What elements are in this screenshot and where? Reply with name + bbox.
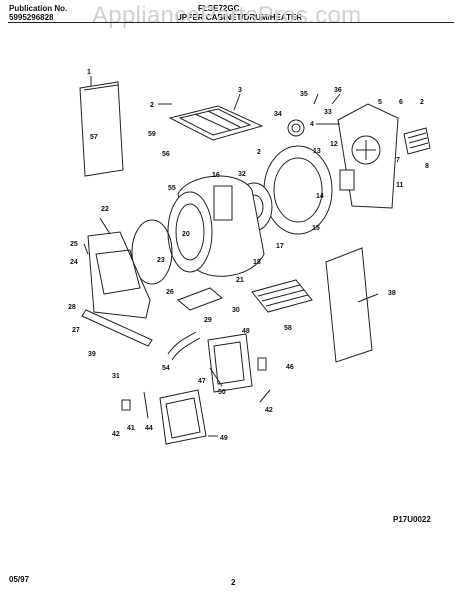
part-lint-frame (168, 105, 264, 141)
part-vent-grille (403, 127, 431, 155)
callout-label: 21 (236, 277, 244, 284)
part-drum (167, 175, 265, 277)
part-drying-rack (251, 279, 313, 313)
callout-label: 44 (145, 425, 153, 432)
diagram-code: P17U0022 (393, 515, 431, 524)
callout-label: 2 (420, 99, 424, 106)
callout-label: 35 (300, 91, 308, 98)
callout-label: 29 (204, 317, 212, 324)
callout-label: 1 (87, 69, 91, 76)
callout-label: 7 (396, 157, 400, 164)
callout-label: 30 (232, 307, 240, 314)
header-rule (8, 22, 454, 23)
leader-lines (83, 76, 379, 437)
callout-label: 16 (212, 172, 220, 179)
page-number: 2 (231, 578, 236, 587)
callout-label: 57 (90, 134, 98, 141)
callout-label: 8 (425, 163, 429, 170)
callout-label: 13 (313, 148, 321, 155)
callout-label: 2 (150, 102, 154, 109)
callout-label: 48 (242, 328, 250, 335)
callout-label: 24 (70, 259, 78, 266)
section-title: UPPER CABINET/DRUM/HEATER (176, 13, 303, 22)
part-wire-harness (167, 331, 201, 361)
callout-label: 38 (388, 290, 396, 297)
callout-label: 25 (70, 241, 78, 248)
callout-label: 39 (88, 351, 96, 358)
callout-label: 56 (162, 151, 170, 158)
callout-label: 23 (157, 257, 165, 264)
callout-label: 5 (378, 99, 382, 106)
callout-label: 17 (276, 243, 284, 250)
model-number: FLSE72GC (198, 4, 240, 13)
callout-label: 20 (182, 231, 190, 238)
callout-label: 36 (334, 87, 342, 94)
callout-label: 15 (312, 225, 320, 232)
part-side-panel (325, 247, 373, 363)
callout-label: 34 (274, 111, 282, 118)
callout-label: 6 (399, 99, 403, 106)
part-door-frame (207, 333, 253, 393)
callout-label: 46 (286, 364, 294, 371)
part-thermostat (287, 119, 305, 137)
part-front-panel (87, 231, 151, 319)
callout-label: 50 (218, 389, 226, 396)
callout-label: 27 (72, 327, 80, 334)
callout-label: 22 (101, 206, 109, 213)
callout-label: 18 (253, 259, 261, 266)
part-latch (257, 357, 267, 371)
callout-label: 54 (162, 365, 170, 372)
callout-label: 3 (238, 87, 242, 94)
part-support-bracket (177, 287, 223, 311)
callout-label: 41 (127, 425, 135, 432)
callout-label: 33 (324, 109, 332, 116)
callout-label: 49 (220, 435, 228, 442)
part-seal-ring (131, 219, 173, 285)
part-door (159, 389, 207, 445)
callout-label: 32 (238, 171, 246, 178)
callout-label: 59 (148, 131, 156, 138)
callout-label: 26 (166, 289, 174, 296)
callout-label: 55 (168, 185, 176, 192)
callout-label: 2 (257, 149, 261, 156)
footer-date: 05/97 (9, 575, 30, 584)
publication-label: Publication No. (9, 4, 68, 13)
publication-number: 5995296828 (9, 13, 54, 22)
part-hinge (121, 391, 149, 419)
callout-label: 31 (112, 373, 120, 380)
part-rear-bulkhead (337, 103, 399, 209)
callout-label: 12 (330, 141, 338, 148)
callout-label: 14 (316, 193, 324, 200)
part-top-panel (79, 81, 124, 177)
callout-label: 28 (68, 304, 76, 311)
callout-label: 58 (284, 325, 292, 332)
part-toe-kick (81, 309, 153, 347)
watermark-text: AppliancePartsPros.com (92, 2, 362, 29)
callout-label: 42 (112, 431, 120, 438)
callout-label: 11 (396, 182, 404, 189)
callout-label: 47 (198, 378, 206, 385)
callout-label: 4 (310, 121, 314, 128)
callout-label: 42 (265, 407, 273, 414)
